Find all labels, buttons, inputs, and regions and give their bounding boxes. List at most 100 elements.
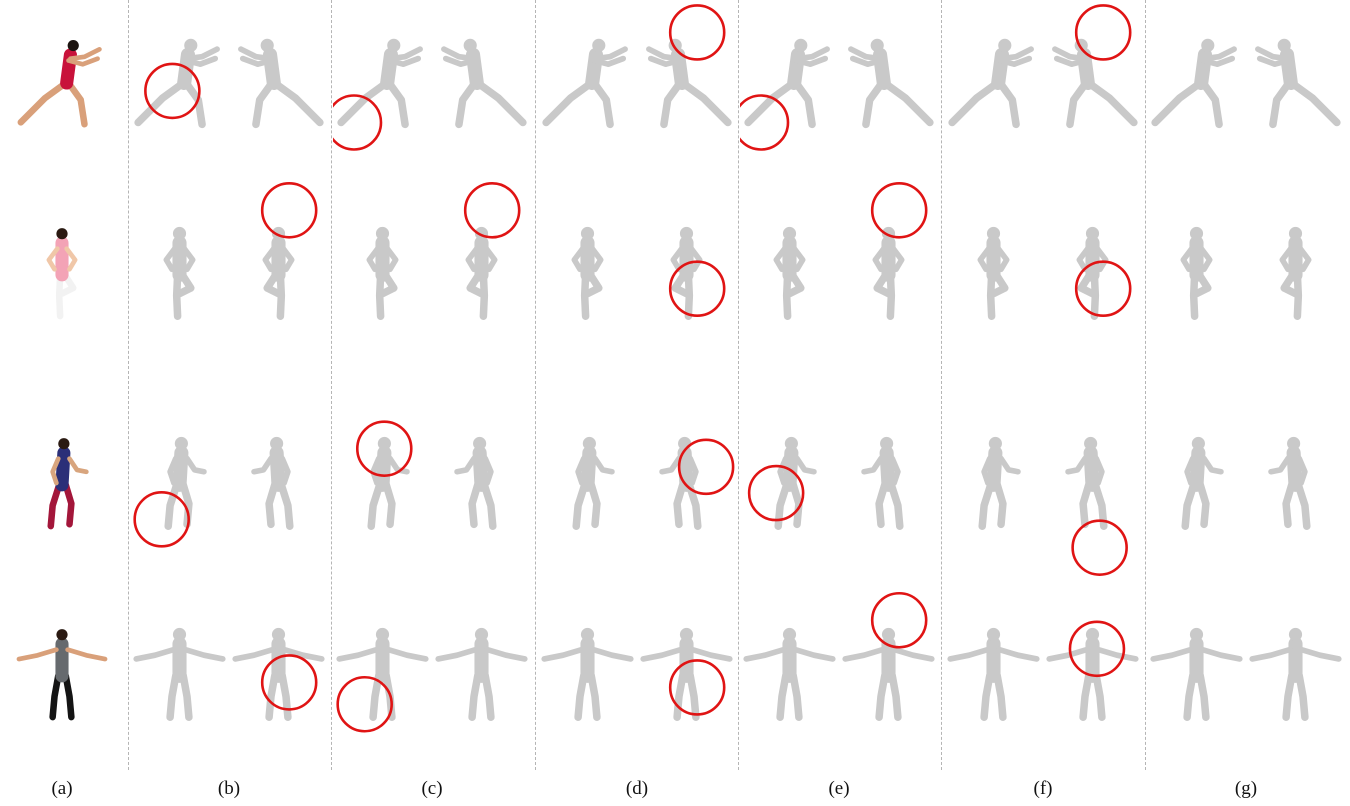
head bbox=[881, 627, 896, 642]
arm-right bbox=[184, 455, 207, 475]
leg-left bbox=[1091, 481, 1108, 531]
arm-left bbox=[1094, 245, 1109, 273]
arm-left bbox=[777, 455, 789, 486]
column-label: (c) bbox=[421, 778, 443, 799]
arm-left bbox=[1255, 46, 1290, 62]
leg-right bbox=[1079, 481, 1093, 529]
leg-right bbox=[671, 271, 691, 298]
arm-left bbox=[1296, 455, 1308, 486]
head bbox=[1288, 226, 1303, 241]
arm-left bbox=[1298, 646, 1342, 662]
head bbox=[56, 629, 68, 641]
arm-right bbox=[232, 646, 276, 662]
mesh-front-view bbox=[571, 226, 604, 321]
error-highlight-circle bbox=[1074, 4, 1132, 61]
column-divider bbox=[1145, 0, 1146, 770]
column-label: (f) bbox=[1033, 778, 1053, 799]
mesh-front-view bbox=[572, 436, 615, 531]
leg-left bbox=[686, 672, 700, 722]
mesh-front-view bbox=[1151, 38, 1237, 129]
torso bbox=[375, 445, 392, 492]
mesh-side-view bbox=[861, 436, 904, 531]
torso bbox=[172, 445, 189, 492]
mesh-side-view bbox=[1065, 436, 1108, 531]
arm-right bbox=[861, 455, 884, 475]
head bbox=[387, 38, 401, 52]
leg-right bbox=[792, 79, 816, 129]
head bbox=[473, 436, 487, 451]
reconstruction-pair bbox=[944, 175, 1142, 371]
head bbox=[986, 627, 1001, 642]
error-highlight-circle bbox=[463, 181, 521, 239]
leg-left bbox=[678, 79, 732, 127]
mesh-front-view bbox=[542, 38, 628, 129]
arm-left bbox=[483, 245, 498, 273]
arm-left bbox=[890, 245, 905, 273]
head bbox=[678, 436, 692, 451]
leg-right bbox=[466, 271, 486, 298]
mesh-front-view bbox=[1181, 436, 1224, 531]
leg-right bbox=[590, 79, 614, 129]
leg-right bbox=[993, 481, 1007, 529]
arm-left bbox=[388, 46, 423, 62]
arm-right bbox=[996, 646, 1040, 662]
leg-right bbox=[587, 672, 601, 722]
leg-left bbox=[1151, 79, 1205, 127]
arm-right bbox=[872, 245, 887, 273]
mesh-side-view bbox=[1052, 38, 1138, 129]
head bbox=[880, 436, 894, 451]
error-highlight-circle bbox=[677, 438, 735, 496]
arm-left bbox=[441, 46, 476, 62]
leg-right bbox=[862, 79, 886, 129]
arm-left bbox=[238, 46, 273, 62]
arm-right bbox=[670, 245, 685, 273]
arm-right bbox=[67, 456, 89, 475]
head bbox=[1085, 627, 1100, 642]
reconstruction-pair bbox=[1147, 382, 1345, 584]
arm-right bbox=[1268, 455, 1291, 475]
leg-right bbox=[1282, 481, 1296, 529]
arm-right bbox=[442, 55, 478, 68]
arm-left bbox=[947, 646, 991, 662]
arm-left bbox=[133, 646, 177, 662]
head bbox=[174, 436, 188, 451]
arm-left bbox=[743, 646, 787, 662]
mesh-side-view bbox=[659, 436, 702, 531]
arm-right bbox=[647, 55, 683, 68]
column-label: (b) bbox=[217, 778, 241, 799]
leg-left bbox=[574, 672, 588, 722]
arm-right bbox=[384, 245, 399, 273]
leg-right bbox=[875, 672, 889, 722]
torso bbox=[55, 446, 71, 492]
arm-left bbox=[688, 245, 703, 273]
error-highlight-circle bbox=[668, 4, 726, 61]
mesh-front-view bbox=[948, 38, 1034, 129]
leg-right bbox=[996, 79, 1020, 129]
reconstruction-pair bbox=[333, 4, 531, 162]
head bbox=[260, 38, 274, 52]
leg-left bbox=[1287, 79, 1341, 127]
reconstruction-pair bbox=[740, 175, 938, 371]
arm-left bbox=[1095, 646, 1139, 662]
input-photo bbox=[2, 175, 122, 371]
leg-left bbox=[880, 79, 934, 127]
leg-right bbox=[1282, 672, 1296, 722]
error-highlight-circle bbox=[1074, 260, 1132, 317]
input-photo bbox=[2, 382, 122, 584]
reconstruction-pair bbox=[538, 175, 736, 371]
leg-left bbox=[572, 481, 589, 531]
error-highlight-circle bbox=[870, 181, 928, 239]
reconstruction-pair bbox=[538, 382, 736, 584]
column-label: (d) bbox=[625, 778, 649, 799]
mesh-front-view bbox=[163, 226, 196, 321]
leg-right bbox=[1192, 271, 1212, 298]
leg-left bbox=[1092, 672, 1106, 722]
arm-left bbox=[46, 246, 60, 272]
arm-left bbox=[1052, 46, 1087, 62]
leg-left bbox=[270, 79, 324, 127]
head bbox=[870, 38, 884, 52]
head bbox=[794, 38, 808, 52]
mesh-front-view bbox=[1150, 627, 1243, 722]
leg-right bbox=[378, 271, 398, 298]
arm-right bbox=[1198, 245, 1213, 273]
